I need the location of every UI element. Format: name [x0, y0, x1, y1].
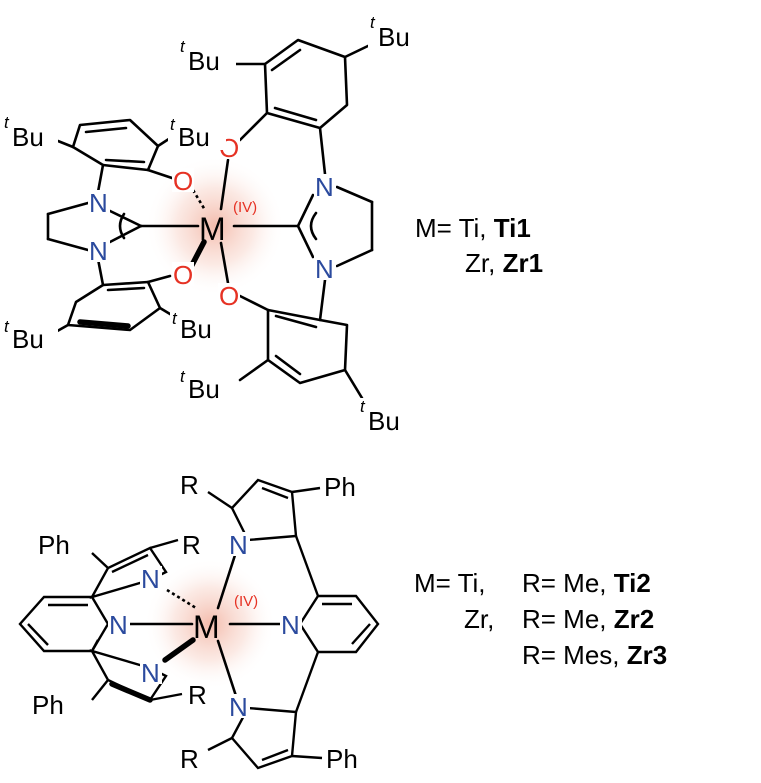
nitrogen-atoms: N N N N	[88, 172, 336, 284]
nitrogen-label: N	[229, 530, 248, 560]
legend-row: M= Ti, Ti1	[415, 213, 531, 243]
phenyl-label: Ph	[324, 472, 356, 502]
metal-center-label: M	[199, 211, 226, 247]
oxidation-state-label: (IV)	[234, 593, 258, 610]
legend-metal: M= Ti,	[414, 568, 486, 598]
phenyl-label: Ph	[32, 690, 64, 720]
nitrogen-label: N	[229, 692, 248, 722]
oxygen-label: O	[173, 166, 193, 196]
legend-row: R= Me, Zr2	[522, 604, 654, 634]
tbu-label: t Bu	[178, 367, 238, 404]
oxidation-state-label: (IV)	[233, 199, 257, 216]
svg-text:t: t	[370, 13, 376, 32]
tbu-label: t Bu	[178, 37, 236, 76]
complex-2-legend: M= Ti, R= Me, Ti2 Zr, R= Me, Zr2 R= Mes,…	[414, 568, 667, 670]
svg-text:Bu: Bu	[12, 324, 44, 354]
legend-row: R= Mes, Zr3	[522, 640, 667, 670]
metal-halo-2	[144, 558, 276, 690]
phenyl-label: Ph	[38, 530, 70, 560]
tbu-label: t Bu	[358, 397, 416, 436]
tbu-label: t Bu	[170, 309, 228, 344]
svg-text:t: t	[4, 113, 10, 132]
svg-text:Bu: Bu	[188, 374, 220, 404]
legend-row: R= Me, Ti2	[522, 568, 651, 598]
svg-text:t: t	[180, 367, 186, 386]
r-group-label: R	[188, 680, 207, 710]
svg-text:Bu: Bu	[368, 406, 400, 436]
legend-metal: Zr,	[464, 604, 494, 634]
nitrogen-label: N	[141, 564, 160, 594]
complex-2-structure: N N N N N N M (IV) Ph R Ph R R P	[18, 470, 380, 774]
tbu-groups: t Bu t Bu t Bu t Bu t Bu	[2, 13, 420, 436]
svg-text:Bu: Bu	[180, 314, 212, 344]
legend-row: Zr, Zr1	[465, 248, 543, 278]
r-group-label: R	[180, 470, 199, 500]
svg-text:Bu: Bu	[378, 22, 410, 52]
r-group-label: R	[180, 744, 199, 774]
tbu-label: t Bu	[368, 13, 420, 52]
r-group-label: R	[182, 530, 201, 560]
tbu-label: t Bu	[2, 113, 58, 152]
nitrogen-label: N	[109, 610, 128, 640]
nitrogen-label: N	[141, 658, 160, 688]
oxygen-label: O	[173, 260, 193, 290]
svg-text:Bu: Bu	[12, 122, 44, 152]
nitrogen-label: N	[315, 254, 334, 284]
substituent-labels: Ph R Ph R R Ph R Ph	[30, 470, 380, 774]
svg-text:t: t	[170, 115, 176, 134]
complex-1-legend: M= Ti, Ti1 Zr, Zr1	[415, 213, 543, 278]
nitrogen-label: N	[89, 188, 108, 218]
tbu-label: t Bu	[168, 115, 226, 152]
metal-center-label: M	[193, 609, 220, 645]
svg-text:Bu: Bu	[188, 46, 220, 76]
tbu-label: t Bu	[2, 317, 58, 354]
phenyl-label: Ph	[326, 744, 358, 774]
nitrogen-atoms: N N N N N N	[108, 530, 302, 722]
svg-text:Bu: Bu	[178, 122, 210, 152]
oxygen-label: O	[219, 281, 239, 311]
svg-text:t: t	[4, 317, 10, 336]
nitrogen-label: N	[315, 172, 334, 202]
complex-1-structure: O O O O N N N N M (IV) t Bu	[2, 13, 420, 436]
svg-text:t: t	[172, 309, 178, 328]
nitrogen-label: N	[281, 610, 300, 640]
svg-text:t: t	[360, 397, 366, 416]
svg-text:t: t	[180, 37, 186, 56]
nitrogen-label: N	[89, 236, 108, 266]
